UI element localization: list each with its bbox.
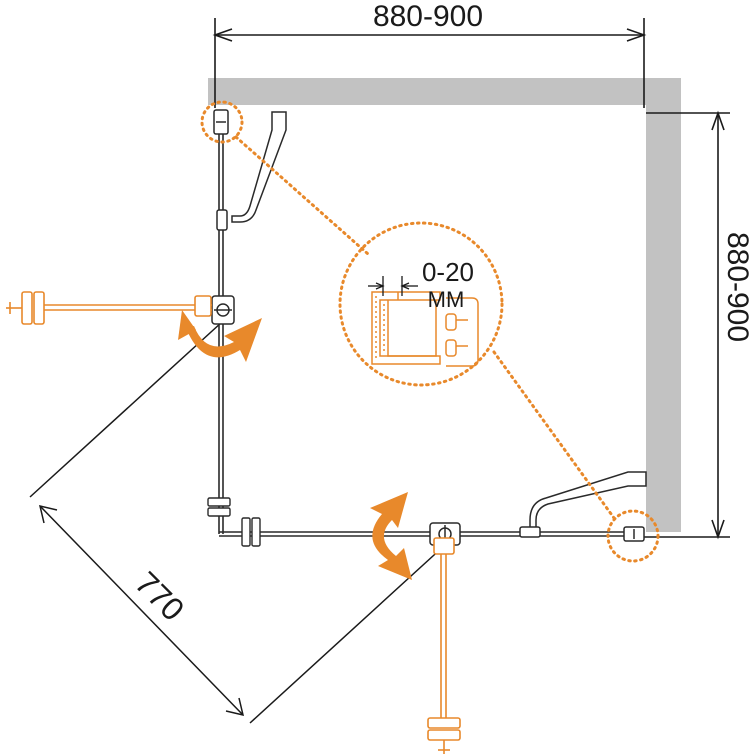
diagonal-dimension-label: 770 — [128, 565, 191, 628]
top-wall — [208, 78, 646, 105]
detail-adjustment-label: 0-20 — [422, 257, 474, 287]
detail-adjustment-dimension — [368, 276, 418, 296]
stabilizer-bar-right — [519, 471, 647, 538]
detail-magnifier-circle — [338, 221, 504, 387]
callout-source-bottom — [606, 509, 660, 563]
bottom-right-profile — [623, 526, 645, 542]
detail-callout-icon — [200, 100, 660, 563]
front-door-open — [427, 537, 461, 754]
stabilizer-bar-left — [216, 111, 287, 231]
top-left-profile — [213, 109, 229, 135]
right-dimension-label: 880-900 — [721, 232, 751, 342]
right-wall — [646, 78, 681, 532]
walls — [208, 78, 681, 532]
callout-source-top — [200, 100, 244, 144]
top-dimension-label: 880-900 — [373, 0, 483, 33]
front-door-rotation-icon — [370, 492, 412, 580]
detail-unit-label: ММ — [428, 287, 465, 312]
corner-hinges — [207, 497, 261, 547]
detail-profile-drawing — [371, 291, 479, 367]
enclosure-frame — [218, 112, 640, 537]
top-dimension — [212, 18, 647, 108]
left-door-rotation-icon — [178, 310, 262, 362]
left-door-hinge-icon — [211, 295, 235, 325]
left-door-open — [6, 291, 212, 325]
diagonal-dimension — [29, 321, 446, 724]
